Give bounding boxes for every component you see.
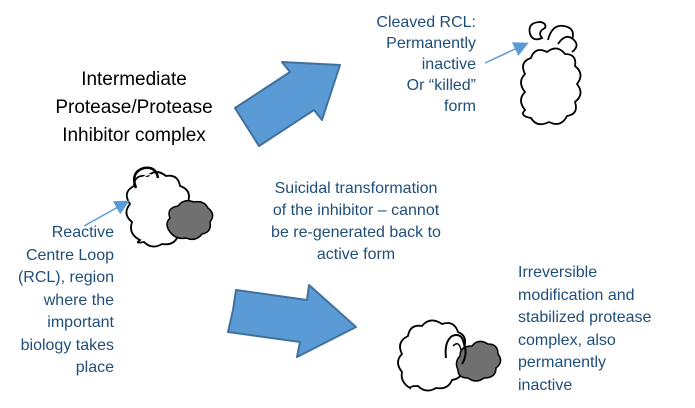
protease-blob-icon (166, 199, 214, 241)
intermediate-complex-label: Intermediate Protease/Protease Inhibitor… (55, 69, 213, 146)
rcl-label: Reactive Centre Loop (RCL), region where… (17, 224, 114, 376)
lower-block-arrow (227, 284, 357, 358)
cleaved-serpin-icon (520, 21, 582, 126)
suicidal-transformation-label: Suicidal transformation of the inhibitor… (271, 180, 441, 263)
irreversible-modification-label: Irreversible modification and stabilized… (518, 264, 652, 394)
upper-block-arrow (234, 61, 341, 147)
protease-blob-icon-2 (455, 340, 502, 382)
serpin-protease-complex-icon (125, 166, 214, 248)
cleaved-rcl-pointer-arrow (484, 42, 529, 64)
rcl-pointer-arrow (83, 200, 130, 227)
covalent-complex-icon (397, 319, 502, 392)
cleaved-rcl-label: Cleaved RCL: Permanently inactive Or “ki… (376, 14, 476, 115)
